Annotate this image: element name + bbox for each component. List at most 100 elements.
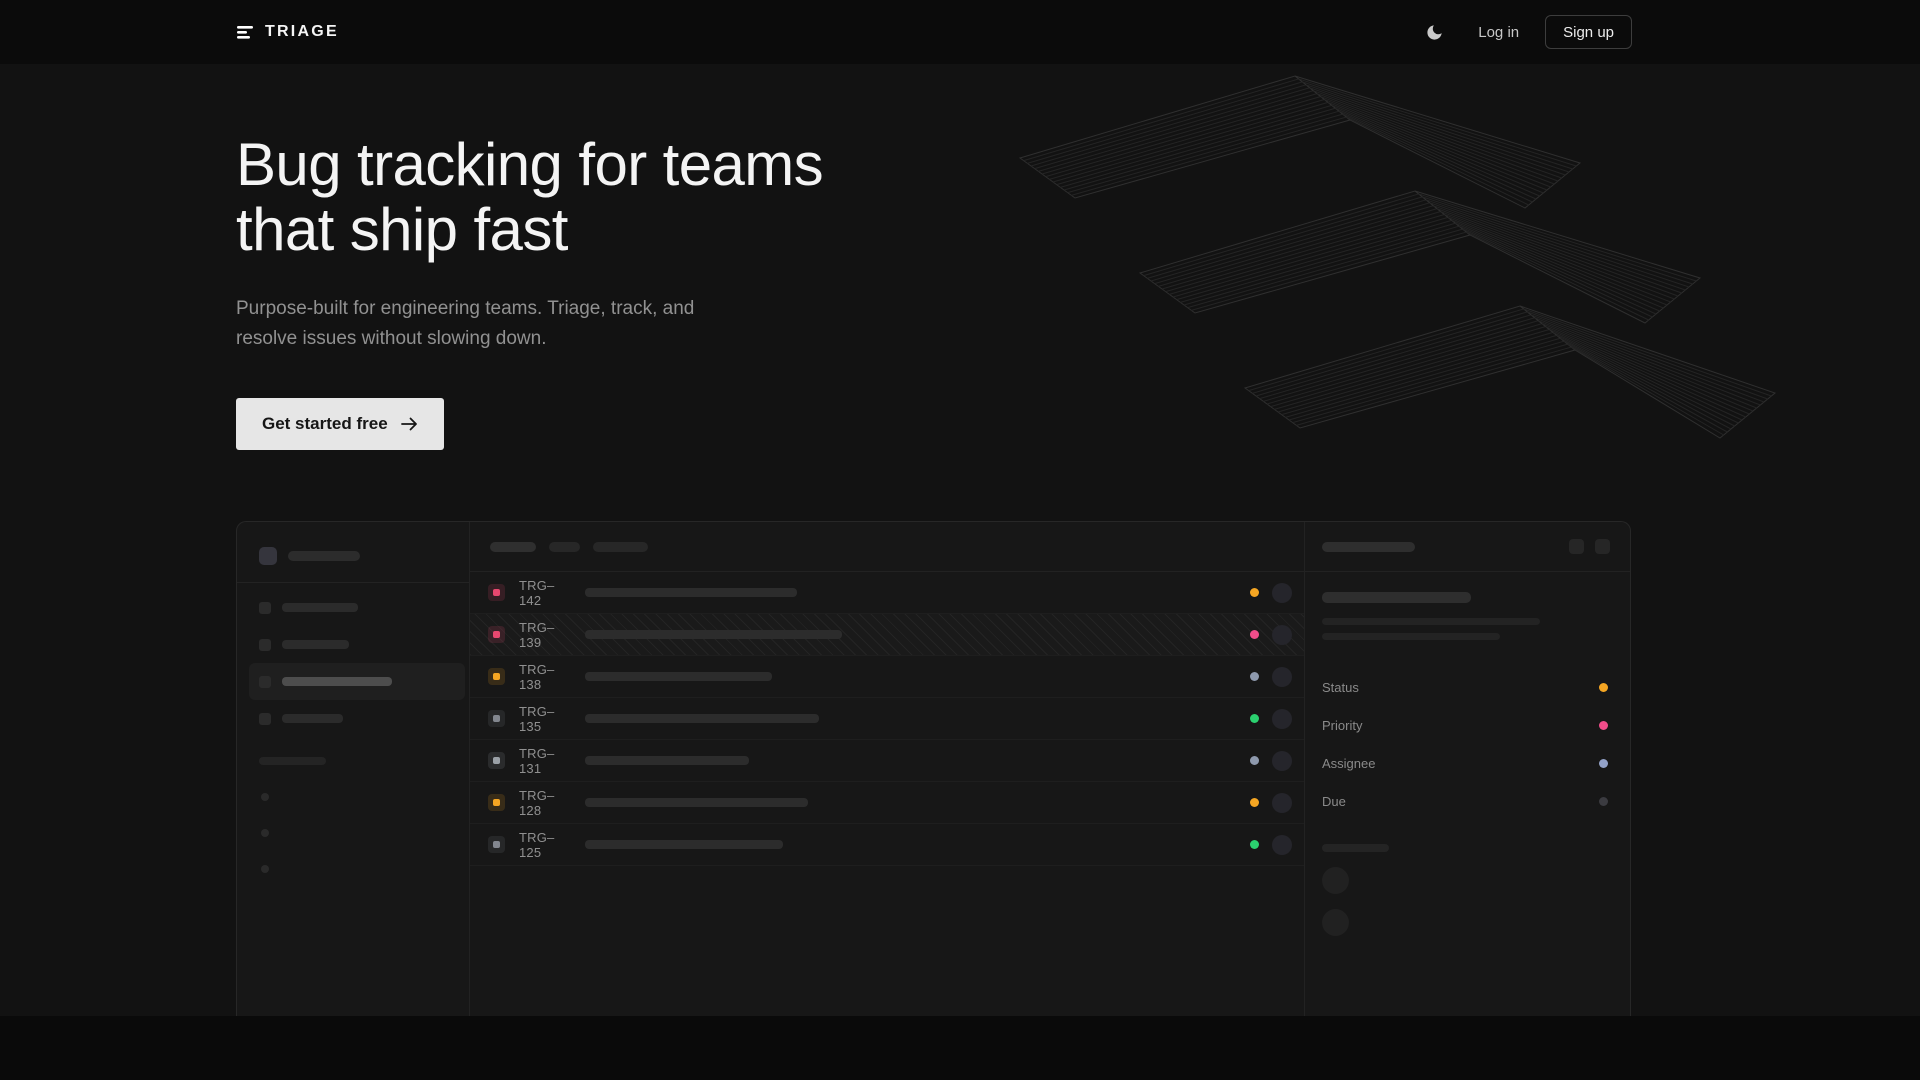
field-value-dot: [1599, 796, 1608, 806]
issue-row: TRG–135: [470, 698, 1304, 740]
issue-id: TRG–135: [519, 703, 555, 734]
issue-row: TRG–131: [470, 740, 1304, 782]
field-label: Assignee: [1322, 755, 1376, 771]
issue-list: TRG–142 TRG–139 TRG–138 TRG–135: [470, 572, 1304, 866]
sidebar-divider: [237, 582, 469, 583]
field-label: Status: [1322, 679, 1359, 695]
detail-avatar-skeleton: [1322, 867, 1349, 894]
detail-text-skeleton: [1322, 618, 1540, 625]
get-started-button[interactable]: Get started free: [236, 398, 444, 450]
sidebar-dot-skeleton: [261, 829, 269, 837]
issue-type-icon: [488, 584, 505, 601]
detail-text-skeleton: [1322, 633, 1500, 640]
sidebar-item-skeleton: [249, 589, 465, 626]
issue-title-skeleton: [585, 756, 749, 765]
issue-type-glyph: [493, 757, 500, 764]
detail-header-skeleton: [1305, 522, 1630, 572]
issue-row: TRG–125: [470, 824, 1304, 866]
issue-status-dot: [1250, 672, 1259, 681]
detail-action-icon-skeleton: [1569, 539, 1584, 554]
issue-avatar: [1272, 834, 1292, 855]
page-title: Bug tracking for teams that ship fast: [236, 132, 1920, 262]
issue-list-toolbar-skeleton: [470, 522, 1304, 572]
moon-icon: [1425, 23, 1444, 42]
issue-row: TRG–142: [470, 572, 1304, 614]
sidebar-dot-skeleton: [261, 793, 269, 801]
preview-detail-pane: Status Priority Assignee Due: [1304, 522, 1630, 1016]
top-nav: TRIAGE Log in Sign up: [0, 0, 1920, 64]
detail-avatar-skeleton: [1322, 909, 1349, 936]
issue-title-skeleton: [585, 840, 783, 849]
detail-section-label-skeleton: [1322, 844, 1389, 852]
arrow-right-icon: [400, 417, 418, 431]
issue-row: TRG–139: [470, 614, 1304, 656]
issue-status-dot: [1250, 588, 1259, 597]
workspace-switcher-skeleton: [259, 547, 455, 565]
sidebar-item-skeleton: [249, 626, 465, 663]
theme-toggle-button[interactable]: [1416, 14, 1452, 50]
app-preview-card: TRG–142 TRG–139 TRG–138 TRG–135: [236, 521, 1631, 1016]
issue-id: TRG–125: [519, 829, 555, 860]
title-line-1: Bug tracking for teams: [236, 131, 824, 198]
issue-type-icon: [488, 836, 505, 853]
detail-field-row: Status: [1322, 668, 1608, 706]
title-line-2: that ship fast: [236, 196, 568, 263]
issue-avatar: [1272, 792, 1292, 813]
issue-type-icon: [488, 710, 505, 727]
issue-avatar: [1272, 582, 1292, 603]
issue-avatar: [1272, 708, 1292, 729]
issue-type-glyph: [493, 841, 500, 848]
login-link[interactable]: Log in: [1478, 23, 1520, 41]
detail-field-row: Due: [1322, 782, 1608, 820]
issue-id: TRG–139: [519, 619, 555, 650]
issue-status-dot: [1250, 756, 1259, 765]
issue-status-dot: [1250, 630, 1259, 639]
detail-action-icon-skeleton: [1595, 539, 1610, 554]
preview-sidebar: [237, 522, 470, 1016]
nav-actions: Log in Sign up: [1416, 14, 1632, 50]
detail-field-row: Priority: [1322, 706, 1608, 744]
issue-status-dot: [1250, 840, 1259, 849]
sidebar-section-label-skeleton: [259, 757, 326, 765]
issue-id: TRG–138: [519, 661, 555, 692]
issue-type-glyph: [493, 631, 500, 638]
get-started-label: Get started free: [262, 414, 388, 433]
issue-id: TRG–131: [519, 745, 555, 776]
issue-row: TRG–138: [470, 656, 1304, 698]
detail-body: Status Priority Assignee Due: [1305, 572, 1630, 936]
issue-title-skeleton: [585, 798, 808, 807]
issue-avatar: [1272, 750, 1292, 771]
field-label: Priority: [1322, 717, 1363, 733]
hero-subtitle: Purpose-built for engineering teams. Tri…: [236, 298, 695, 349]
footer: [0, 1016, 1920, 1080]
field-value-dot: [1599, 720, 1608, 730]
brand-name: TRIAGE: [265, 23, 339, 40]
field-label: Due: [1322, 793, 1346, 809]
issue-status-dot: [1250, 714, 1259, 723]
issue-type-glyph: [493, 673, 500, 680]
signup-button[interactable]: Sign up: [1545, 15, 1632, 49]
hero-section: Bug tracking for teams that ship fast Pu…: [0, 64, 1920, 450]
issue-type-icon: [488, 626, 505, 643]
issue-type-icon: [488, 794, 505, 811]
issue-title-skeleton: [585, 588, 797, 597]
brand-logo[interactable]: TRIAGE: [236, 23, 339, 41]
issue-id: TRG–142: [519, 577, 555, 608]
workspace-avatar-skeleton: [259, 547, 277, 565]
issue-title-skeleton: [585, 714, 819, 723]
issue-row: TRG–128: [470, 782, 1304, 824]
issue-avatar: [1272, 624, 1292, 645]
detail-field-row: Assignee: [1322, 744, 1608, 782]
issue-type-glyph: [493, 715, 500, 722]
issue-avatar: [1272, 666, 1292, 687]
detail-title-skeleton: [1322, 592, 1471, 603]
issue-type-icon: [488, 668, 505, 685]
issue-type-icon: [488, 752, 505, 769]
sidebar-item-skeleton-active: [249, 663, 465, 700]
issue-id: TRG–128: [519, 787, 555, 818]
preview-issue-list-pane: TRG–142 TRG–139 TRG–138 TRG–135: [470, 522, 1304, 1016]
issue-title-skeleton: [585, 630, 842, 639]
field-value-dot: [1599, 758, 1608, 768]
detail-fields: Status Priority Assignee Due: [1322, 668, 1608, 820]
issue-type-glyph: [493, 589, 500, 596]
